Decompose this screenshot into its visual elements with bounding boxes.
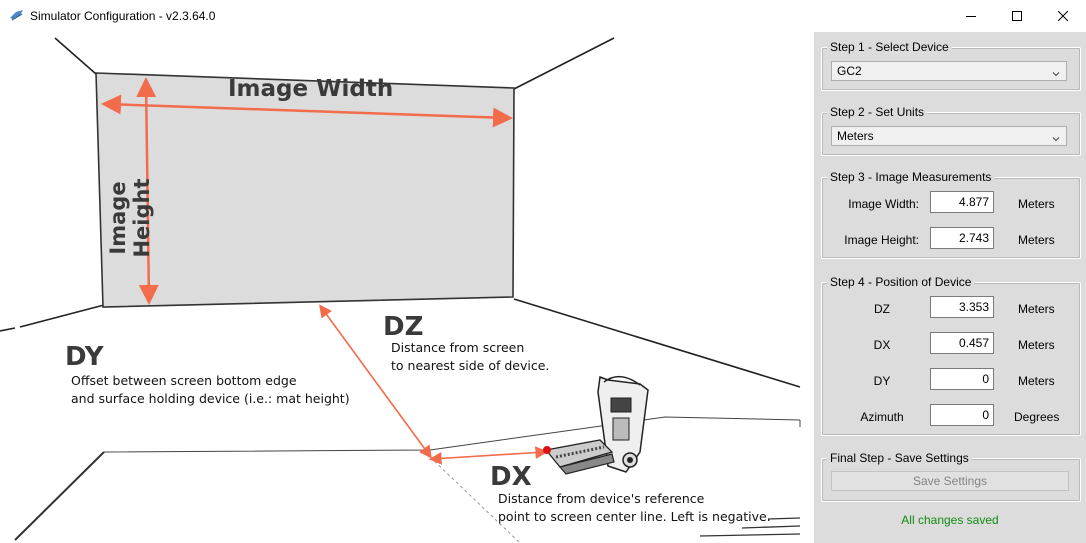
dx-description-line1: Distance from device's reference xyxy=(498,491,705,506)
dz-unit: Meters xyxy=(1018,302,1055,316)
step4-group: Step 4 - Position of Device DZ 3.353 Met… xyxy=(821,275,1081,436)
dx-label: DX xyxy=(490,462,532,492)
dz-description-line1: Distance from screen xyxy=(391,340,525,355)
step2-group: Step 2 - Set Units Meters xyxy=(821,105,1081,156)
settings-panel: Step 1 - Select Device GC2 Step 2 - Set … xyxy=(814,32,1086,543)
step4-title: Step 4 - Position of Device xyxy=(827,275,975,289)
image-width-field-label: Image Width: xyxy=(848,197,919,211)
chevron-down-icon xyxy=(1052,65,1060,83)
dx-description-line2: point to screen center line. Left is neg… xyxy=(498,509,771,524)
dy-field-label: DY xyxy=(873,374,891,388)
chevron-down-icon xyxy=(1052,130,1060,148)
dz-input[interactable]: 3.353 xyxy=(930,296,994,318)
dy-description-line1: Offset between screen bottom edge xyxy=(71,373,297,388)
image-width-unit: Meters xyxy=(1018,197,1055,211)
app-icon xyxy=(9,8,25,22)
final-step-group: Final Step - Save Settings Save Settings xyxy=(821,451,1081,502)
image-height-field-label: Image Height: xyxy=(844,233,919,247)
azimuth-input[interactable]: 0 xyxy=(930,404,994,426)
units-select-value: Meters xyxy=(837,129,874,143)
dx-unit: Meters xyxy=(1018,338,1055,352)
save-settings-button[interactable]: Save Settings xyxy=(831,471,1069,491)
dx-field-label: DX xyxy=(873,338,891,352)
setup-illustration: Image Width Image Height DZ Distance fro… xyxy=(0,32,814,543)
dy-input[interactable]: 0 xyxy=(930,368,994,390)
step2-title: Step 2 - Set Units xyxy=(827,105,928,119)
launch-monitor-device xyxy=(543,375,649,475)
image-width-label: Image Width xyxy=(228,76,394,102)
maximize-icon xyxy=(1012,11,1022,21)
close-button[interactable] xyxy=(1040,0,1086,32)
window-title: Simulator Configuration - v2.3.64.0 xyxy=(30,9,216,23)
image-height-label: Image Height xyxy=(106,178,154,258)
step1-title: Step 1 - Select Device xyxy=(827,40,952,54)
maximize-button[interactable] xyxy=(994,0,1040,32)
close-icon xyxy=(1058,11,1068,21)
step3-title: Step 3 - Image Measurements xyxy=(827,170,995,184)
azimuth-unit: Degrees xyxy=(1014,410,1060,424)
status-message: All changes saved xyxy=(901,513,999,527)
dz-field-label: DZ xyxy=(874,302,890,316)
image-width-input[interactable]: 4.877 xyxy=(930,191,994,213)
dy-unit: Meters xyxy=(1018,374,1055,388)
minimize-icon xyxy=(966,11,976,21)
dz-description-line2: to nearest side of device. xyxy=(391,358,550,373)
azimuth-field-label: Azimuth xyxy=(860,410,904,424)
dz-label: DZ xyxy=(383,312,424,342)
image-height-input[interactable]: 2.743 xyxy=(930,227,994,249)
image-height-unit: Meters xyxy=(1018,233,1055,247)
units-select[interactable]: Meters xyxy=(831,126,1067,146)
dy-label: DY xyxy=(65,342,104,372)
step3-group: Step 3 - Image Measurements Image Width:… xyxy=(821,170,1081,259)
step1-group: Step 1 - Select Device GC2 xyxy=(821,40,1081,91)
title-bar: Simulator Configuration - v2.3.64.0 xyxy=(0,0,1086,32)
dx-input[interactable]: 0.457 xyxy=(930,332,994,354)
minimize-button[interactable] xyxy=(948,0,994,32)
device-select[interactable]: GC2 xyxy=(831,61,1067,81)
final-step-title: Final Step - Save Settings xyxy=(827,451,972,465)
room-diagram xyxy=(0,37,801,543)
dy-description-line2: and surface holding device (i.e.: mat he… xyxy=(71,391,350,406)
device-select-value: GC2 xyxy=(837,64,862,78)
